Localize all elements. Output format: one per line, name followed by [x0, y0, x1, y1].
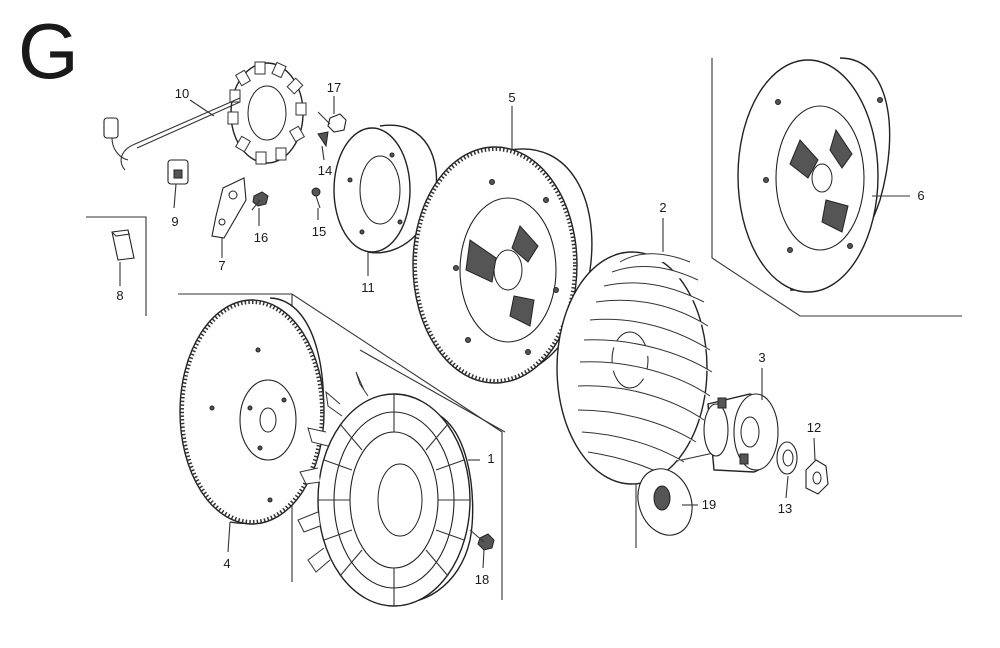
part-flywheel-5	[412, 146, 593, 384]
part-block	[111, 229, 135, 261]
part-bolt-17	[317, 111, 347, 133]
callout-15: 15	[311, 224, 327, 239]
part-plate-19	[637, 468, 693, 536]
callout-19: 19	[701, 497, 717, 512]
part-stator	[103, 61, 307, 171]
part-flywheel-4	[179, 297, 325, 525]
part-starter-cup-3	[703, 393, 779, 473]
callout-7: 7	[218, 258, 226, 273]
part-flywheel-6	[737, 57, 891, 293]
callout-1: 1	[487, 451, 495, 466]
callout-18: 18	[474, 572, 490, 587]
callout-17: 17	[326, 80, 342, 95]
part-fan-2	[556, 251, 713, 485]
section-letter: G	[18, 7, 79, 95]
callout-14: 14	[317, 163, 333, 178]
callout-2: 2	[659, 200, 667, 215]
part-nut-12	[805, 459, 829, 495]
callout-13: 13	[777, 501, 793, 516]
part-clip	[167, 159, 189, 185]
callout-6: 6	[917, 188, 925, 203]
callout-4: 4	[223, 556, 231, 571]
callout-16: 16	[253, 230, 269, 245]
callout-12: 12	[806, 420, 822, 435]
part-washer-13	[776, 441, 798, 475]
callout-5: 5	[508, 90, 516, 105]
callout-3: 3	[758, 350, 766, 365]
part-bolt-16	[251, 191, 269, 211]
part-bolt-15	[311, 187, 321, 209]
part-fan-1	[297, 371, 474, 607]
part-plate	[211, 177, 247, 239]
leader-lines	[119, 96, 910, 569]
callout-10: 10	[174, 86, 190, 101]
callout-8: 8	[116, 288, 124, 303]
callout-11: 11	[361, 280, 375, 295]
part-key-14	[317, 131, 329, 148]
part-bolt-18	[469, 529, 495, 551]
callout-9: 9	[171, 214, 179, 229]
